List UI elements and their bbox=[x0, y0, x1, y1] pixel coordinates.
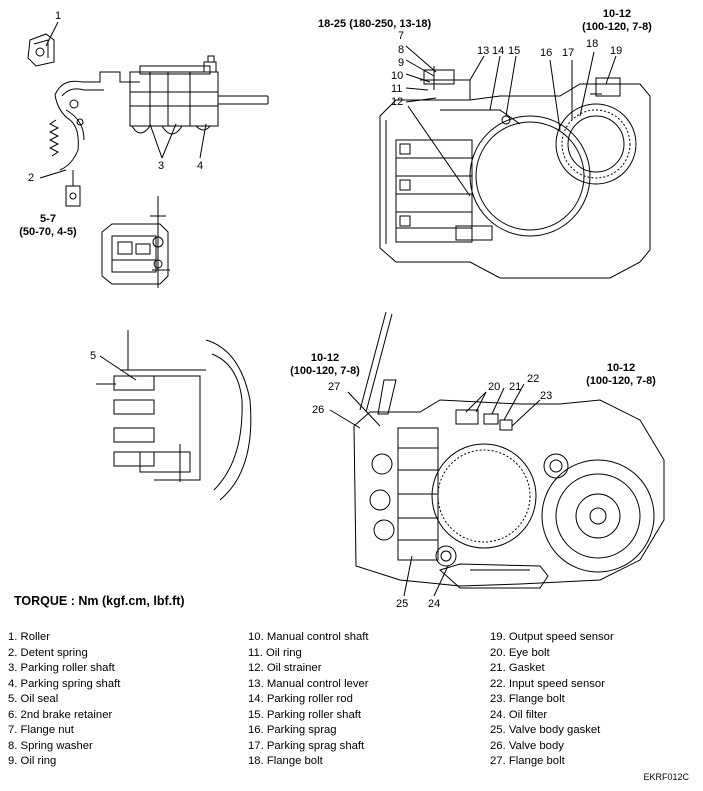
callout-27: 27 bbox=[328, 381, 341, 393]
legend-column-2: 10. Manual control shaft 11. Oil ring 12… bbox=[248, 630, 369, 770]
callout-12: 12 bbox=[391, 96, 404, 108]
torque-spec-27: 10-12 (100-120, 7-8) bbox=[280, 352, 370, 378]
torque-spec-23-value: 10-12 bbox=[606, 362, 636, 374]
valve-body-detail bbox=[101, 196, 170, 288]
legend-item: 13. Manual control lever bbox=[248, 677, 369, 690]
legend-item: 1. Roller bbox=[8, 631, 51, 643]
callout-9: 9 bbox=[398, 57, 405, 69]
legend-item: 11. Oil ring bbox=[248, 646, 302, 659]
legend-item: 10. Manual control shaft bbox=[248, 631, 369, 643]
torque-units-heading: TORQUE : Nm (kgf.cm, lbf.ft) bbox=[14, 594, 185, 608]
case-front-view bbox=[329, 311, 665, 597]
legend-item: 25. Valve body gasket bbox=[490, 724, 601, 736]
callout-2: 2 bbox=[28, 172, 35, 184]
legend-column-1: 1. Roller 2. Detent spring 3. Parking ro… bbox=[8, 630, 120, 770]
legend-item: 15. Parking roller shaft bbox=[248, 708, 362, 721]
diagram-drawing bbox=[27, 21, 665, 597]
torque-spec-18-detail: (100-120, 7-8) bbox=[582, 21, 652, 33]
legend-item: 27. Flange bolt bbox=[490, 755, 565, 767]
torque-spec-23: 10-12 (100-120, 7-8) bbox=[576, 362, 666, 388]
legend-item: 16. Parking sprag bbox=[248, 724, 337, 736]
legend-item: 3. Parking roller shaft bbox=[8, 662, 115, 674]
legend-item: 14. Parking roller rod bbox=[248, 693, 353, 705]
callout-20: 20 bbox=[488, 381, 501, 393]
legend-item: 12. Oil strainer bbox=[248, 662, 322, 674]
callout-11: 11 bbox=[391, 83, 403, 95]
callout-1: 1 bbox=[55, 10, 62, 22]
case-side-view bbox=[379, 45, 651, 279]
legend-item: 19. Output speed sensor bbox=[490, 631, 614, 643]
legend-item: 6. 2nd brake retainer bbox=[8, 708, 113, 721]
callout-5: 5 bbox=[90, 350, 97, 362]
callout-4: 4 bbox=[197, 160, 204, 172]
callout-21: 21 bbox=[509, 381, 522, 393]
legend-item: 2. Detent spring bbox=[8, 646, 88, 659]
detent-assembly bbox=[27, 21, 269, 207]
legend-column-3: 19. Output speed sensor 20. Eye bolt 21.… bbox=[490, 630, 614, 770]
exploded-diagram: 1 2 3 4 5 7 8 9 10 11 12 13 14 15 16 17 … bbox=[8, 8, 666, 610]
legend-item: 5. Oil seal bbox=[8, 693, 59, 705]
legend-item: 26. Valve body bbox=[490, 739, 564, 752]
legend-item: 18. Flange bolt bbox=[248, 755, 323, 767]
torque-spec-18: 10-12 (100-120, 7-8) bbox=[572, 8, 662, 34]
callout-22: 22 bbox=[527, 373, 540, 385]
callout-25: 25 bbox=[396, 598, 409, 610]
legend-item: 7. Flange nut bbox=[8, 724, 74, 736]
callout-16: 16 bbox=[540, 47, 553, 59]
torque-spec-5-7-detail: (50-70, 4-5) bbox=[19, 226, 77, 238]
callout-24: 24 bbox=[428, 598, 441, 610]
torque-spec-5-7-value: 5-7 bbox=[40, 213, 56, 225]
oil-seal-detail bbox=[96, 330, 252, 501]
legend-item: 20. Eye bolt bbox=[490, 646, 550, 659]
legend-item: 17. Parking sprag shaft bbox=[248, 739, 365, 752]
torque-spec-23-detail: (100-120, 7-8) bbox=[586, 375, 656, 387]
callout-8: 8 bbox=[398, 44, 405, 56]
callout-3: 3 bbox=[158, 160, 165, 172]
torque-spec-27-detail: (100-120, 7-8) bbox=[290, 365, 360, 377]
legend-item: 24. Oil filter bbox=[490, 708, 548, 721]
callout-14: 14 bbox=[492, 45, 505, 57]
callout-17: 17 bbox=[562, 47, 575, 59]
callout-23: 23 bbox=[540, 390, 553, 402]
torque-spec-27-value: 10-12 bbox=[310, 352, 340, 364]
callout-26: 26 bbox=[312, 404, 325, 416]
torque-spec-7-9: 18-25 (180-250, 13-18) bbox=[318, 18, 432, 30]
legend-item: 4. Parking spring shaft bbox=[8, 677, 121, 690]
parts-legend: 1. Roller 2. Detent spring 3. Parking ro… bbox=[8, 630, 698, 775]
callout-19: 19 bbox=[610, 45, 623, 57]
callout-7: 7 bbox=[398, 30, 405, 42]
legend-item: 8. Spring washer bbox=[8, 739, 93, 752]
legend-item: 9. Oil ring bbox=[8, 755, 57, 767]
callout-15: 15 bbox=[508, 45, 521, 57]
callout-18: 18 bbox=[586, 38, 599, 50]
torque-spec-5-7: 5-7 (50-70, 4-5) bbox=[8, 213, 88, 239]
legend-item: 23. Flange bolt bbox=[490, 693, 565, 705]
legend-item: 22. Input speed sensor bbox=[490, 677, 605, 690]
callout-13: 13 bbox=[477, 45, 490, 57]
figure-code: EKRF012C bbox=[643, 772, 689, 782]
legend-item: 21. Gasket bbox=[490, 662, 545, 674]
callout-10: 10 bbox=[391, 70, 404, 82]
torque-spec-18-value: 10-12 bbox=[602, 8, 632, 20]
